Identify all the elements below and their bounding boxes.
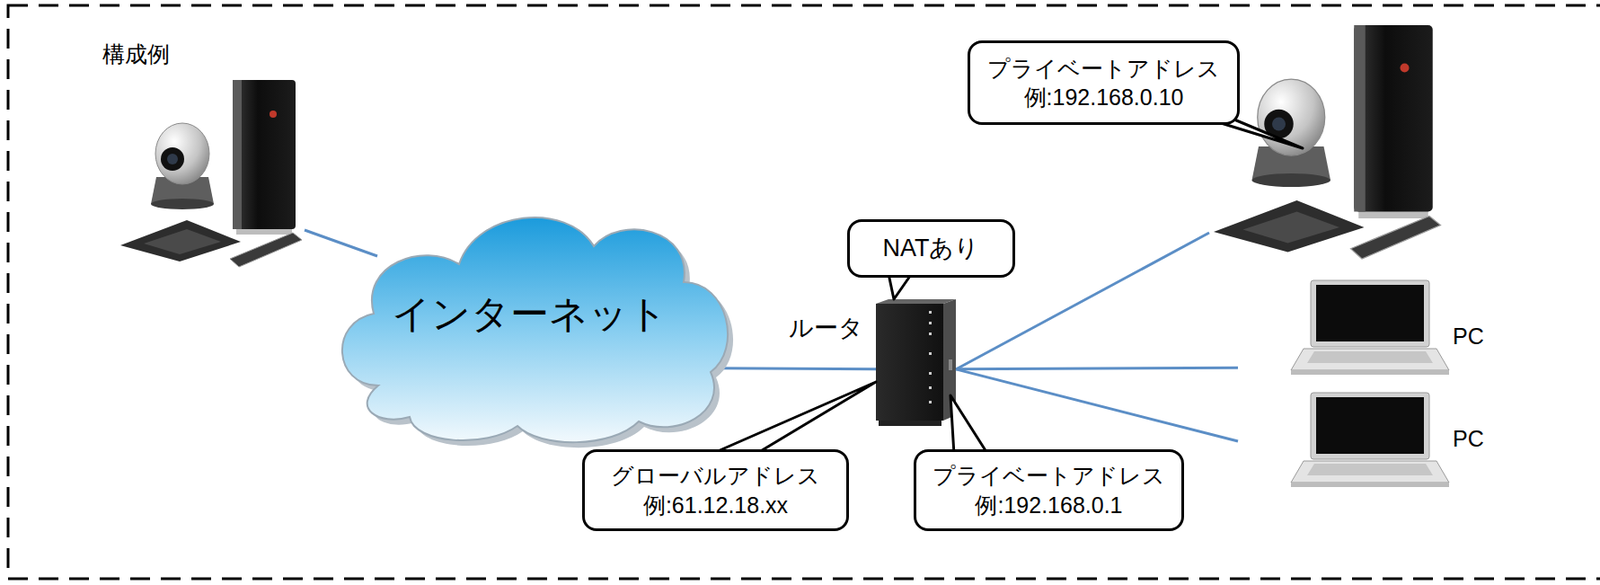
pc: PC [1237,280,1450,378]
nat-callout: NATあり [847,219,1016,278]
device-label: PC [1452,425,1485,452]
router: ルータ [865,296,964,429]
network-cable [955,369,1238,442]
router-icon [875,299,956,426]
callout-text: プライベートアドレス [932,460,1166,491]
address-callout: グローバルアドレス例:61.12.18.xx [582,449,849,531]
device-label: ルータ [788,311,864,345]
dashed-frame [8,5,1600,579]
network-cable [718,368,876,370]
callout-text: 例:192.168.0.10 [1024,82,1185,113]
laptop-icon [1290,280,1450,375]
callout-text: 例:61.12.18.xx [643,490,788,521]
callout-tail [709,381,876,455]
device-label: PC [1452,323,1485,350]
laptop-icon [1290,392,1450,487]
video-conference-unit [1213,25,1441,259]
network-cable [955,367,1238,370]
address-callout: プライベートアドレス例:192.168.0.1 [913,449,1185,531]
cloud-label: インターネット [391,288,668,341]
diagram-title: 構成例 [102,39,170,70]
callout-text: グローバルアドレス [610,460,821,491]
internet-cloud: インターネット [324,178,735,450]
callout-tail [950,395,989,455]
network-cable [304,229,378,257]
pc: PC [1237,392,1450,490]
callout-text: NATあり [883,232,981,265]
video-conference-unit [120,79,302,267]
callout-text: 例:192.168.0.1 [974,490,1123,521]
address-callout: プライベートアドレス例:192.168.0.10 [967,40,1240,125]
callout-text: プライベートアドレス [987,53,1220,84]
